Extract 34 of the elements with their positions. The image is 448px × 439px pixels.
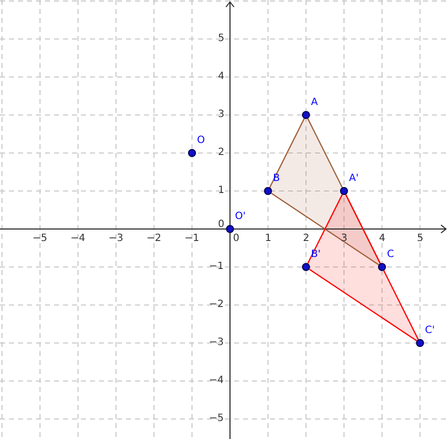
tick-label: 2 [218, 147, 224, 159]
point-label: B' [311, 249, 321, 261]
triangle-side [345, 194, 419, 340]
tick-label: 1 [265, 233, 272, 245]
tick-label: −4 [209, 375, 224, 387]
point-label: B [273, 173, 280, 185]
triangle-side [309, 268, 417, 342]
point-label: O [197, 135, 205, 147]
tick-label: −5 [209, 413, 224, 425]
tick-label: −5 [32, 233, 48, 245]
tick-label: 1 [218, 185, 224, 197]
tick-label: 5 [417, 233, 424, 245]
triangle-side [307, 194, 343, 264]
tick-label: 3 [218, 109, 224, 121]
point-label: C [387, 249, 394, 261]
tick-label: 2 [303, 233, 310, 245]
tick-label: 4 [218, 71, 224, 83]
tick-label: −3 [108, 233, 124, 245]
tick-label: 0 [218, 219, 224, 231]
tick-label: −4 [70, 233, 86, 245]
point-label: A [311, 97, 318, 109]
triangle-side [271, 192, 379, 266]
point-label: A' [349, 173, 359, 185]
point-label: O' [235, 211, 246, 223]
tick-label: 4 [379, 233, 386, 245]
tick-label: −2 [209, 299, 224, 311]
triangle-side [269, 118, 305, 188]
tick-label: −3 [209, 337, 224, 349]
tick-label: −1 [209, 261, 224, 273]
tick-label: 0 [233, 233, 240, 245]
tick-label: −2 [146, 233, 162, 245]
tick-label: −1 [184, 233, 200, 245]
point-label: C' [425, 325, 435, 337]
tick-label: 5 [218, 33, 224, 45]
